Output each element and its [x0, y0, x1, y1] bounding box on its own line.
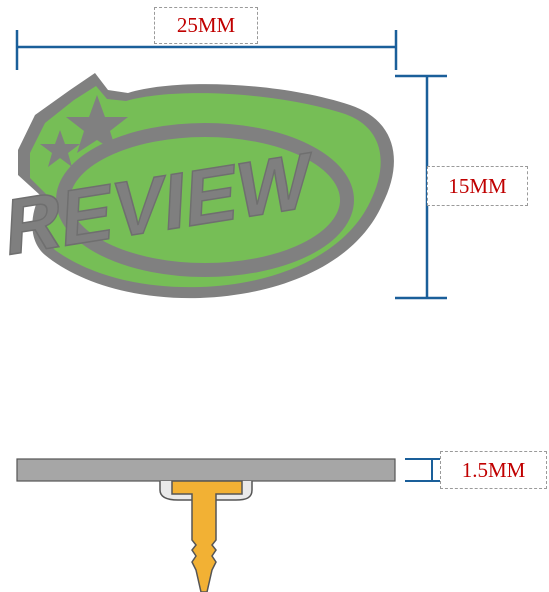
- big-star-icon: [66, 95, 128, 153]
- width-label: 25MM: [154, 7, 258, 44]
- width-dimension-line: [15, 30, 398, 70]
- small-star-icon: [40, 130, 80, 167]
- pin-back: [159, 480, 253, 592]
- review-badge: REVIEW: [3, 73, 394, 299]
- height-label: 15MM: [427, 166, 528, 206]
- thickness-label: 1.5MM: [440, 451, 547, 489]
- pin-post: [171, 480, 243, 592]
- badge-side-plate: [16, 458, 396, 482]
- thickness-dimension-line: [405, 458, 445, 482]
- badge-fill: [30, 86, 381, 288]
- badge-inner-ring: [56, 123, 354, 277]
